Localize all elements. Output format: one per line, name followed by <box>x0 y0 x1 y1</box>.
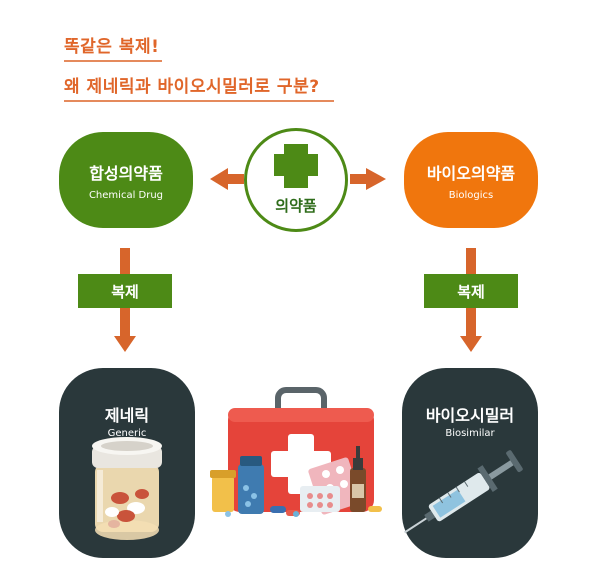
medicine-node: 의약품 <box>244 128 348 232</box>
replication-label-left: 복제 <box>78 274 172 308</box>
green-cross-icon <box>274 144 318 188</box>
biosimilar-title: 바이오시밀러 <box>425 406 515 425</box>
synthetic-drug-title: 합성의약품 <box>89 163 163 183</box>
generic-title: 제네릭 <box>104 406 150 425</box>
header-underline-1 <box>64 60 162 62</box>
arrow-right-icon <box>350 168 386 190</box>
generic-subtitle: Generic <box>107 428 147 439</box>
blue-bottle-icon <box>238 456 264 514</box>
header-line-2: 왜 제네릭과 바이오시밀러로 구분? <box>64 77 320 97</box>
biologic-drug-subtitle: Biologics <box>448 189 494 201</box>
blister-pack-icon <box>300 457 362 515</box>
arrow-left-icon <box>210 168 244 190</box>
replication-label-right: 복제 <box>424 274 518 308</box>
dropper-bottle-icon <box>350 446 366 512</box>
loose-pills-icon <box>225 506 382 517</box>
header-underline-2 <box>64 100 334 102</box>
biosimilar-subtitle: Biosimilar <box>445 428 495 439</box>
synthetic-drug-node: 합성의약품 Chemical Drug <box>59 132 193 228</box>
pill-jar-icon <box>92 437 162 540</box>
header-line-1: 똑같은 복제! <box>64 37 160 57</box>
yellow-bottle-icon <box>210 470 236 512</box>
medicine-label: 의약품 <box>275 197 317 215</box>
syringe-icon <box>404 450 523 534</box>
biologic-drug-node: 바이오의약품 Biologics <box>404 132 538 228</box>
biologic-drug-title: 바이오의약품 <box>426 163 516 183</box>
synthetic-drug-subtitle: Chemical Drug <box>88 189 164 201</box>
